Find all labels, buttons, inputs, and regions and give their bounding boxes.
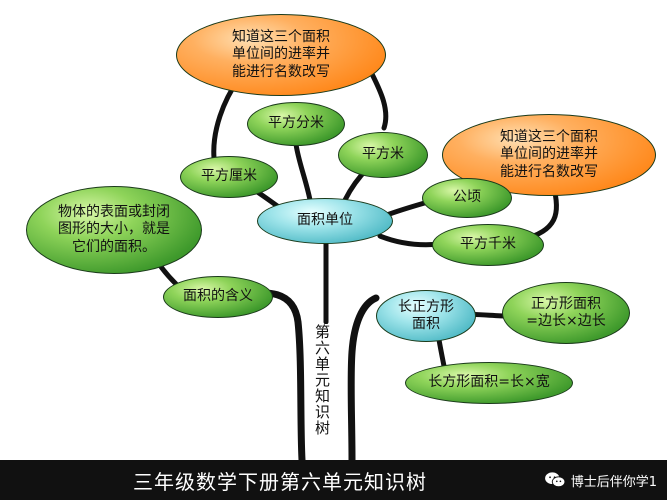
wechat-icon: [544, 472, 566, 488]
footer-title: 三年级数学下册第六单元知识树: [133, 469, 427, 494]
node-definition: 物体的表面或封闭 图形的大小，就是 它们的面积。: [26, 186, 202, 274]
node-hub-mianji-danwei: 面积单位: [257, 198, 393, 244]
footer-bar: 三年级数学下册第六单元知识树 博士后伴你学1: [0, 460, 667, 500]
node-mianji-hanyi: 面积的含义: [163, 276, 273, 318]
node-rect-formula: 长方形面积=长×宽: [405, 362, 573, 404]
trunk-left: [236, 289, 306, 460]
trunk-right: [347, 294, 380, 460]
branch-hub-to-gongqing: [381, 199, 431, 219]
branch-mi-to-orange: [369, 71, 389, 131]
orange-node-right: 知道这三个面积 单位间的进率并 能进行名数改写: [442, 114, 656, 196]
watermark-text: 博士后伴你学1: [570, 474, 657, 490]
node-gongqing: 公顷: [422, 178, 512, 218]
node-pingfanglimi: 平方厘米: [180, 156, 278, 198]
node-pingfangqianmi: 平方千米: [432, 224, 544, 266]
node-pingfangfenmi: 平方分米: [247, 102, 345, 146]
node-pingfangmi: 平方米: [338, 132, 428, 178]
branch-hub-to-qianmi: [377, 233, 443, 248]
watermark: 博士后伴你学1: [544, 460, 657, 500]
orange-node-top: 知道这三个面积 单位间的进率并 能进行名数改写: [176, 14, 386, 96]
trunk-label: 第六单元知识树: [309, 324, 331, 436]
branch-hub-to-fenmi: [293, 141, 313, 203]
node-square-formula: 正方形面积 =边长×边长: [502, 282, 630, 344]
node-rect-square-area: 长正方形 面积: [376, 290, 476, 342]
